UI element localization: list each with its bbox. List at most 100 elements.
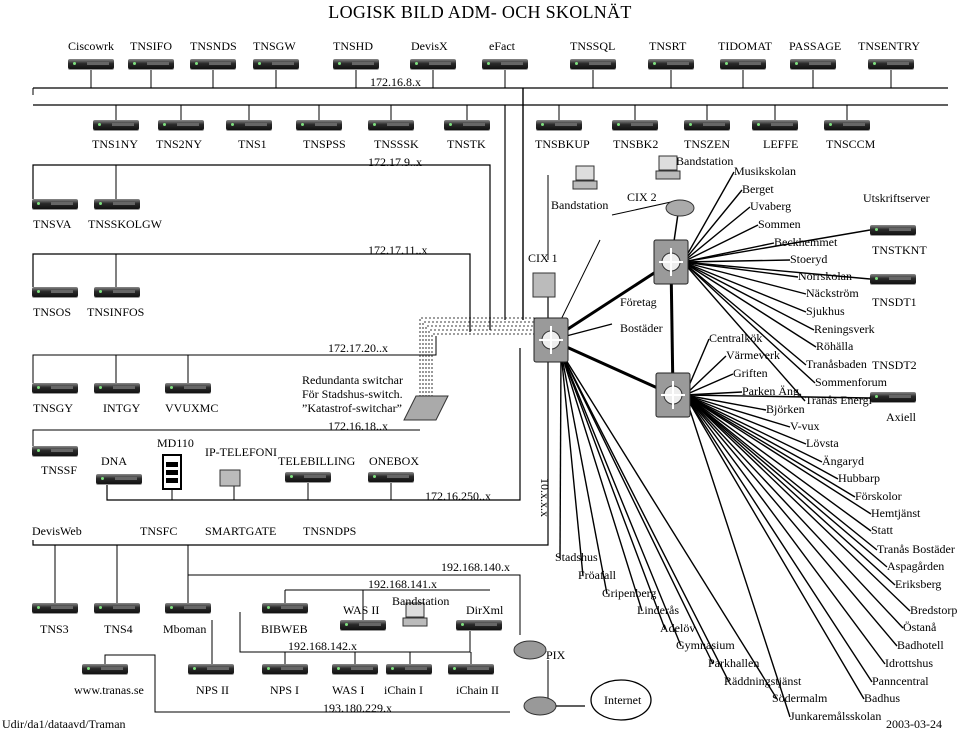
redundant-note: ”Katastrof-switchar” [302, 401, 402, 415]
fan-line [560, 351, 778, 700]
firewall-icon [513, 640, 547, 660]
server-icon [752, 120, 798, 130]
subnet-label: 172.16.8.x [370, 75, 421, 89]
fan-line [560, 351, 714, 665]
site-label: Lövsta [806, 436, 839, 450]
server-label: TNSSQL [570, 39, 616, 53]
server-icon [684, 120, 730, 130]
server-label: eFact [489, 39, 515, 53]
server-label: TNSIFO [130, 39, 173, 53]
site-label: Östanå [903, 620, 937, 634]
site-label: Fröafall [578, 568, 616, 582]
fan-line [682, 261, 817, 348]
redundant-switch-icon [403, 395, 449, 421]
server-label: TNSCCM [826, 137, 876, 151]
fan-line [684, 394, 878, 551]
site-label: Musikskolan [734, 164, 797, 178]
site-label: Ängaryd [822, 454, 864, 468]
fan-line [560, 351, 584, 577]
site-label: Parken Äng. [742, 384, 802, 398]
site-label: Stoeryd [790, 252, 828, 266]
fan-line [560, 351, 608, 595]
redundant-note: För Stadshus-switch. [302, 387, 403, 401]
bandstation-icon [658, 155, 678, 171]
fan-line [684, 394, 767, 411]
fan-line [684, 394, 888, 568]
fan-line [684, 394, 896, 586]
server-label: TNSENTRY [858, 39, 921, 53]
fan-line [682, 261, 807, 295]
redundant-note: Redundanta switchar [302, 373, 403, 387]
site-label: Norrskolan [798, 269, 852, 283]
server-icon [868, 59, 914, 69]
server-icon [333, 59, 379, 69]
fan-line [682, 261, 871, 280]
server-icon [368, 472, 414, 482]
fan-line [684, 394, 791, 718]
subnet-label: 10.x.x.x [538, 478, 552, 517]
server-icon [444, 120, 490, 130]
fan-line [684, 355, 727, 396]
site-label: Björken [766, 402, 805, 416]
server-label: TNSTK [447, 137, 486, 151]
site-label: Badhotell [897, 638, 944, 652]
server-icon [870, 274, 916, 284]
site-label: Statt [871, 523, 894, 537]
bandstation-icon [402, 617, 428, 627]
bandstation-icon [572, 180, 598, 190]
bandstation-label: Bandstation [392, 594, 450, 608]
fan-line [684, 394, 865, 700]
server-label: DirXml [466, 603, 504, 617]
server-icon [32, 446, 78, 456]
fan-line [684, 394, 911, 612]
server-icon [226, 120, 272, 130]
fan-line [682, 261, 816, 384]
server-icon [536, 120, 582, 130]
wire [32, 429, 300, 446]
site-label: Värmeverk [726, 348, 780, 362]
server-label: TNSBKUP [535, 137, 590, 151]
site-label: Sommen [758, 217, 801, 231]
server-icon [82, 664, 128, 674]
pbx-icon [166, 462, 178, 467]
fan-line [682, 261, 806, 402]
cix1-label: CIX 1 [528, 251, 558, 265]
fan-line [684, 394, 872, 532]
site-label: Bredstorp [910, 603, 958, 617]
server-label: ONEBOX [369, 454, 419, 468]
site-label: Junkaremålsskolan [790, 709, 882, 723]
server-label: NPS I [270, 683, 300, 697]
server-icon [165, 603, 211, 613]
site-label: Linderås [637, 603, 679, 617]
switch-icon-arrows [659, 248, 683, 276]
site-label: Adelöv [660, 621, 696, 635]
fan-line [684, 394, 839, 480]
fan-line [682, 224, 759, 263]
core-switch-icon-arrows [539, 326, 563, 354]
site-label: Hubbarp [838, 471, 880, 485]
server-label: TNSGY [33, 401, 74, 415]
server-icon [32, 603, 78, 613]
bandstation-icon [405, 602, 425, 618]
site-label: Förskolor [855, 489, 902, 503]
ip-phone-icon [219, 469, 241, 487]
server-label: VVUXMC [165, 401, 219, 415]
server-label: TNSSF [41, 463, 78, 477]
site-label: Gripenberg [602, 586, 657, 600]
fan-line [560, 351, 666, 630]
wire [611, 199, 681, 216]
subnet-label: 172.16.18..x [328, 419, 388, 433]
server-label: Utskriftserver [863, 191, 930, 205]
server-icon [165, 383, 211, 393]
fan-line [684, 394, 856, 498]
fan-line [682, 189, 743, 263]
server-icon [790, 59, 836, 69]
fan-line [560, 351, 730, 683]
server-icon [612, 120, 658, 130]
fan-line [684, 394, 791, 428]
wire [422, 321, 540, 405]
site-label: Röhälla [816, 339, 854, 353]
fan-line [560, 351, 682, 647]
